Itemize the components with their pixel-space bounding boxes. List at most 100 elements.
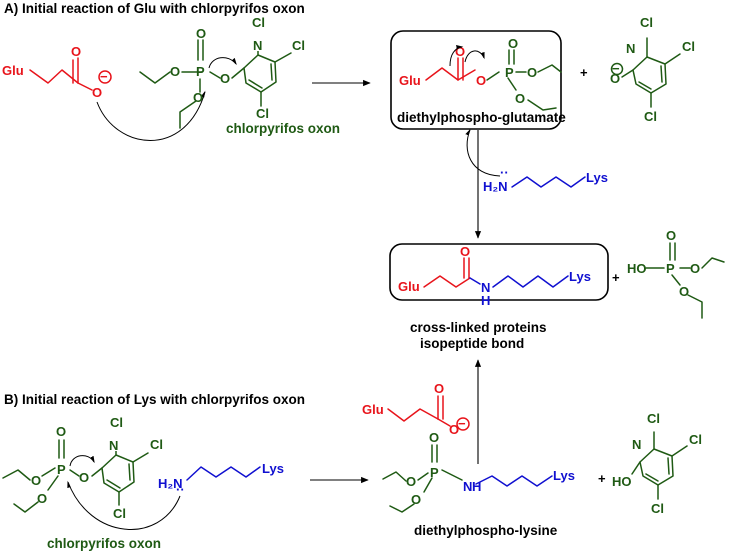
leaving-group-arrow-b	[69, 455, 95, 467]
diethylphospho-lysine-caption: diethylphospho-lysine	[414, 523, 558, 538]
glu-label: Glu	[2, 63, 24, 78]
lys-label-b: Lys	[262, 461, 284, 476]
p-label-a: P	[196, 64, 205, 79]
chlorpyrifos-oxon-caption-a: chlorpyrifos oxon	[226, 121, 340, 136]
p-label-product: P	[505, 65, 514, 80]
cl-bottom-label-a: Cl	[256, 106, 269, 121]
diethylphospho-glutamate: Glu O O P O O O	[399, 36, 562, 111]
diethylphospho-glutamate-box	[390, 30, 562, 130]
amide-h: H	[481, 293, 490, 308]
lys-amine-a: H₂N ·· Lys	[483, 165, 608, 194]
aryloxy-o-label-a: O	[220, 71, 230, 86]
carbonyl-arrow	[464, 50, 485, 63]
p-label-phosphate: P	[666, 261, 675, 276]
cross-linked-box	[389, 243, 609, 301]
cl-top-label-a: Cl	[252, 15, 265, 30]
aryloxy-o-label-b: O	[79, 470, 89, 485]
carbonyl-o-label: O	[71, 44, 81, 59]
carbonyl-o-b: O	[434, 381, 444, 396]
lys-label-crosslink: Lys	[569, 269, 591, 284]
lys-amine-b: H₂N ·· Lys	[158, 461, 284, 497]
amine-attack-arrow	[465, 128, 501, 177]
cross-linked-caption-1: cross-linked proteins	[410, 320, 547, 335]
plus-sign-b: +	[598, 471, 606, 486]
leaving-group-arrow-a	[208, 57, 237, 69]
cl-bottom-label-b: Cl	[113, 506, 126, 521]
trichloropyridinolate: N O − Cl Cl Cl	[610, 15, 695, 124]
pyridinolate-charge: −	[612, 61, 620, 76]
cl-right-label-b: Cl	[150, 437, 163, 452]
glu-label-product: Glu	[399, 73, 421, 88]
cross-linked-caption-2: isopeptide bond	[420, 336, 524, 351]
pyridinolate-o: O	[610, 71, 620, 86]
negative-charge-b: −	[458, 416, 466, 431]
ester-o: O	[476, 73, 486, 88]
trichloropyridinol: N HO Cl Cl Cl	[612, 411, 702, 516]
ester-carbonyl-o: O	[455, 44, 465, 59]
ethoxy-o2-product: O	[515, 91, 525, 106]
po-o-phosphate: O	[666, 228, 676, 243]
po-o-label-b: O	[56, 424, 66, 439]
pyridinolate-n: N	[626, 41, 635, 56]
cl-right-label-a: Cl	[292, 38, 305, 53]
ho-label-phosphate: HO	[627, 261, 647, 276]
ethoxy-o2-lysine-adduct: O	[411, 492, 421, 507]
section-b-header: B) Initial reaction of Lys with chlorpyr…	[4, 392, 305, 407]
amide-n: N	[481, 280, 490, 295]
plus-sign-a: +	[580, 65, 588, 80]
cl-bottom-pyridinolate: Cl	[644, 109, 657, 124]
section-a-header: A) Initial reaction of Glu with chlorpyr…	[4, 1, 305, 16]
chlorpyrifos-oxon-b: N P O O O O Cl Cl Cl	[2, 415, 163, 521]
h2n-label-b: H₂N	[158, 476, 183, 491]
diethylphospho-lysine: P O O O N H Lys	[382, 430, 575, 513]
negative-charge: −	[100, 69, 108, 84]
po-o-label-product: O	[508, 36, 518, 51]
pyridinol-ho: HO	[612, 474, 632, 489]
lone-pair-b: ··	[176, 482, 185, 497]
po-o-lysine-adduct: O	[429, 430, 439, 445]
pyridine-n-b: N	[109, 438, 118, 453]
cl-top-pyridinol: Cl	[647, 411, 660, 426]
amide-o: O	[460, 244, 470, 259]
pyridine-n-label: N	[253, 38, 262, 53]
glu-label-crosslink: Glu	[398, 279, 420, 294]
ethoxy-o1-label-a: O	[170, 64, 180, 79]
h2n-label-a: H₂N	[483, 179, 508, 194]
diethyl-phosphate: HO P O O O	[627, 228, 725, 319]
chlorpyrifos-oxon-caption-b: chlorpyrifos oxon	[47, 536, 161, 551]
diethylphospho-glutamate-caption: diethylphospho-glutamate	[397, 110, 566, 125]
cl-right-pyridinolate: Cl	[682, 39, 695, 54]
ethoxy-o1-label-b: O	[31, 473, 41, 488]
glu-label-b: Glu	[362, 402, 384, 417]
ethoxy-o2-label-a: O	[193, 90, 203, 105]
p-label-lysine-adduct: P	[430, 465, 439, 480]
amine-attack-arrow-b	[67, 480, 181, 530]
lys-label-a: Lys	[586, 170, 608, 185]
glu-carboxylate-a: Glu O O −	[2, 44, 112, 100]
cl-right-pyridinol: Cl	[689, 432, 702, 447]
lys-label-lysine-adduct: Lys	[553, 468, 575, 483]
carbonyl-arrow-2	[449, 45, 464, 67]
pyridinol-n: N	[632, 437, 641, 452]
n-lysine-adduct: N	[463, 479, 472, 494]
nucleophilic-attack-arrow-a	[96, 90, 206, 141]
cl-top-pyridinolate: Cl	[640, 15, 653, 30]
glu-carboxylate-b: Glu O O −	[362, 381, 470, 437]
carboxylate-o-b: O	[449, 422, 459, 437]
chlorpyrifos-oxon-a: N P O O O O Cl Cl Cl	[139, 15, 305, 129]
plus-sign-crosslink: +	[612, 270, 620, 285]
p-label-b: P	[57, 462, 66, 477]
lone-pair-a: ··	[500, 165, 509, 180]
cl-bottom-pyridinol: Cl	[651, 501, 664, 516]
cl-top-label-b: Cl	[110, 415, 123, 430]
ethoxy-o2-label-b: O	[37, 491, 47, 506]
isopeptide-product: Glu O N H Lys	[398, 244, 591, 308]
ethoxy-o2-phosphate: O	[679, 284, 689, 299]
ethoxy-o1-lysine-adduct: O	[406, 474, 416, 489]
po-o-label-a: O	[196, 26, 206, 41]
ethoxy-o1-product: O	[527, 65, 537, 80]
h-lysine-adduct: H	[472, 479, 481, 494]
ethoxy-o1-phosphate: O	[690, 261, 700, 276]
carboxylate-o-label: O	[92, 85, 102, 100]
